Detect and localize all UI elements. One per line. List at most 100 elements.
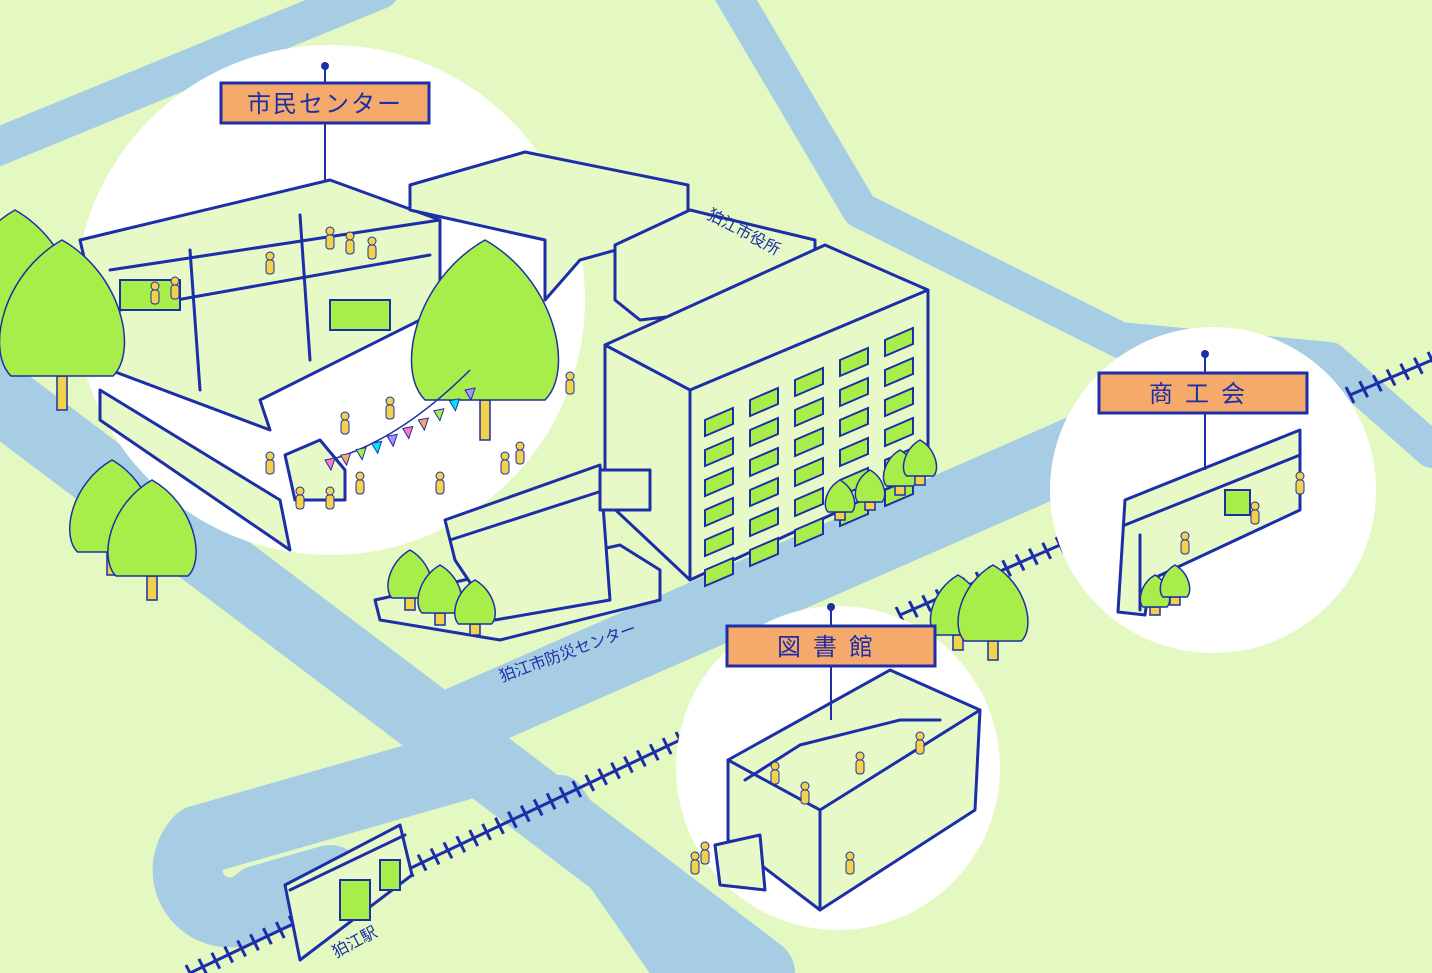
sign-commerce[interactable]: 商工会: [1097, 350, 1309, 470]
city-hall-building: [408, 150, 930, 588]
rail-tie: [1399, 362, 1411, 381]
rail-tie: [1426, 351, 1432, 364]
rail-tie: [635, 749, 647, 768]
rail-tie: [223, 945, 235, 964]
label-commerce: 商工会: [1149, 380, 1257, 408]
person: [170, 276, 180, 300]
rail-tie: [571, 780, 583, 798]
window: [749, 446, 779, 478]
window: [749, 476, 779, 508]
window: [704, 526, 734, 558]
person: [500, 451, 510, 475]
rail-tie: [416, 853, 428, 872]
label-civic-center: 市民センター: [247, 90, 403, 118]
rail-tie: [507, 811, 518, 829]
rail-tie: [661, 737, 673, 755]
window: [704, 556, 734, 588]
bunting-flag: [448, 398, 461, 412]
rail-tie: [558, 786, 570, 804]
rail-tie: [468, 829, 480, 847]
tree: [1159, 564, 1191, 606]
person: [855, 751, 865, 775]
bunting-flag: [433, 408, 445, 422]
rail-tie: [481, 823, 492, 841]
window: [839, 376, 869, 408]
rail-tie: [1371, 374, 1383, 393]
rail-tie: [236, 939, 247, 958]
person: [690, 851, 700, 875]
rail-tie: [210, 952, 222, 970]
rail-tie: [197, 958, 208, 973]
station-building: [283, 823, 414, 962]
window: [794, 366, 824, 398]
person: [385, 396, 395, 420]
label-library: 図書館: [777, 633, 885, 661]
road-cross: [405, 415, 1115, 765]
rail-tie: [597, 768, 608, 786]
bunting-flag: [401, 425, 414, 440]
people: [150, 226, 1305, 875]
rail-tie: [1412, 357, 1424, 375]
window: [884, 326, 914, 358]
rail-tie: [648, 743, 660, 761]
rail-tie: [907, 600, 919, 618]
window: [884, 356, 914, 388]
person: [345, 231, 355, 255]
road-lower: [165, 725, 515, 875]
tree: [957, 564, 1029, 661]
window: [794, 516, 824, 548]
rail-tie: [519, 804, 531, 823]
rail-tie: [1027, 547, 1039, 566]
rail-tie: [1358, 380, 1370, 398]
tree: [902, 439, 938, 486]
person: [367, 236, 377, 260]
rail-tie: [274, 921, 286, 939]
window: [704, 406, 734, 438]
rail-tie: [249, 933, 260, 952]
person: [565, 371, 575, 395]
disaster-center-building: [373, 463, 662, 642]
tree: [410, 239, 560, 441]
window: [749, 386, 779, 418]
person: [700, 841, 710, 865]
rail-tie: [1014, 553, 1026, 572]
window: [884, 386, 914, 418]
window: [749, 416, 779, 448]
window: [839, 436, 869, 468]
person: [1180, 531, 1190, 555]
road-lower-right: [535, 775, 705, 973]
rail-tie: [532, 798, 544, 817]
window: [839, 406, 869, 438]
bunting-flag: [355, 446, 367, 461]
sign-library[interactable]: 図書館: [725, 603, 937, 720]
rail-tie: [1041, 542, 1053, 560]
person: [340, 411, 350, 435]
person: [1295, 471, 1305, 495]
window: [839, 346, 869, 378]
person: [265, 251, 275, 275]
tree: [854, 469, 886, 511]
rail-tie: [610, 761, 621, 780]
tree: [0, 239, 126, 411]
rail-tie: [455, 835, 467, 853]
window: [749, 506, 779, 538]
person: [915, 731, 925, 755]
person: [295, 486, 305, 510]
window: [794, 396, 824, 428]
window: [884, 416, 914, 448]
bunting-flag: [370, 440, 383, 455]
rail-tie: [545, 792, 557, 810]
tree: [107, 479, 197, 601]
commerce-building: [1116, 428, 1302, 617]
window: [704, 436, 734, 468]
sign-civic-center[interactable]: 市民センター: [219, 62, 431, 180]
rail-tie: [921, 594, 933, 613]
rail-tie: [429, 847, 441, 866]
person: [800, 781, 810, 805]
rail-tie: [442, 841, 454, 860]
window: [794, 426, 824, 458]
person: [770, 761, 780, 785]
bunting-flag: [386, 433, 398, 448]
person: [265, 451, 275, 475]
